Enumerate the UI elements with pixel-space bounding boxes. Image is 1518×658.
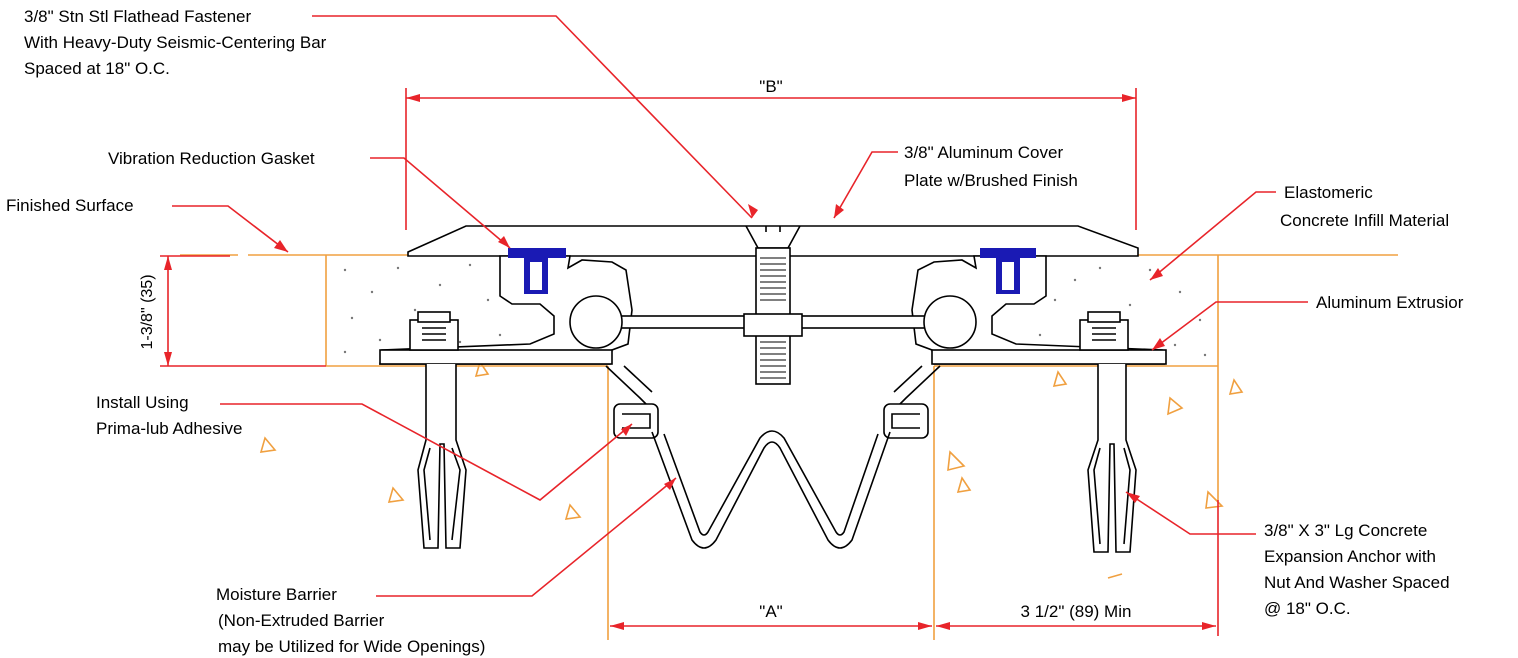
joint-linework xyxy=(379,225,1167,553)
moisture-barrier-label-line2: (Non-Extruded Barrier xyxy=(218,611,385,630)
adhesive-label-line2: Prima-lub Adhesive xyxy=(96,419,242,438)
gaskets xyxy=(508,248,1036,294)
callout-fastener: 3/8" Stn Stl Flathead Fastener With Heav… xyxy=(24,7,327,78)
cover-plate-label-line2: Plate w/Brushed Finish xyxy=(904,171,1078,190)
callout-adhesive: Install Using Prima-lub Adhesive xyxy=(96,393,242,438)
leader-lines xyxy=(172,15,1308,597)
extrusion-label: Aluminum Extrusior xyxy=(1316,293,1464,312)
dimension-b-label: "B" xyxy=(759,77,782,96)
infill-label-line1: Elastomeric xyxy=(1284,183,1373,202)
fastener-label-line1: 3/8" Stn Stl Flathead Fastener xyxy=(24,7,251,26)
fastener-label-line2: With Heavy-Duty Seismic-Centering Bar xyxy=(24,33,327,52)
dimension-a-label: "A" xyxy=(759,602,782,621)
edge-distance-label: 3 1/2" (89) Min xyxy=(1021,602,1132,621)
concrete-speckle xyxy=(343,263,1207,357)
right-anchor xyxy=(1087,364,1137,553)
callout-anchor: 3/8" X 3" Lg Concrete Expansion Anchor w… xyxy=(1264,521,1450,618)
callout-infill: Elastomeric Concrete Infill Material xyxy=(1280,183,1449,230)
dimension-lines xyxy=(160,88,1219,636)
left-anchor xyxy=(417,364,467,549)
callout-moisture-barrier: Moisture Barrier (Non-Extruded Barrier m… xyxy=(216,585,485,656)
anchor-label-line1: 3/8" X 3" Lg Concrete xyxy=(1264,521,1427,540)
anchor-label-line3: Nut And Washer Spaced xyxy=(1264,573,1450,592)
adhesive-label-line1: Install Using xyxy=(96,393,189,412)
cover-plate-label-line1: 3/8" Aluminum Cover xyxy=(904,143,1063,162)
fastener-label-line3: Spaced at 18" O.C. xyxy=(24,59,170,78)
anchor-label-line2: Expansion Anchor with xyxy=(1264,547,1436,566)
anchor-label-line4: @ 18" O.C. xyxy=(1264,599,1351,618)
cover-plate xyxy=(407,225,1139,257)
infill-label-line2: Concrete Infill Material xyxy=(1280,211,1449,230)
moisture-barrier-label-line3: may be Utilized for Wide Openings) xyxy=(218,637,485,656)
moisture-barrier-label-line1: Moisture Barrier xyxy=(216,585,337,604)
moisture-barrier xyxy=(651,431,891,549)
depth-dimension-label: 1-3/8" (35) xyxy=(139,274,156,349)
gasket-label: Vibration Reduction Gasket xyxy=(108,149,315,168)
callout-cover-plate: 3/8" Aluminum Cover Plate w/Brushed Fini… xyxy=(904,143,1078,190)
finished-surface-label: Finished Surface xyxy=(6,196,134,215)
